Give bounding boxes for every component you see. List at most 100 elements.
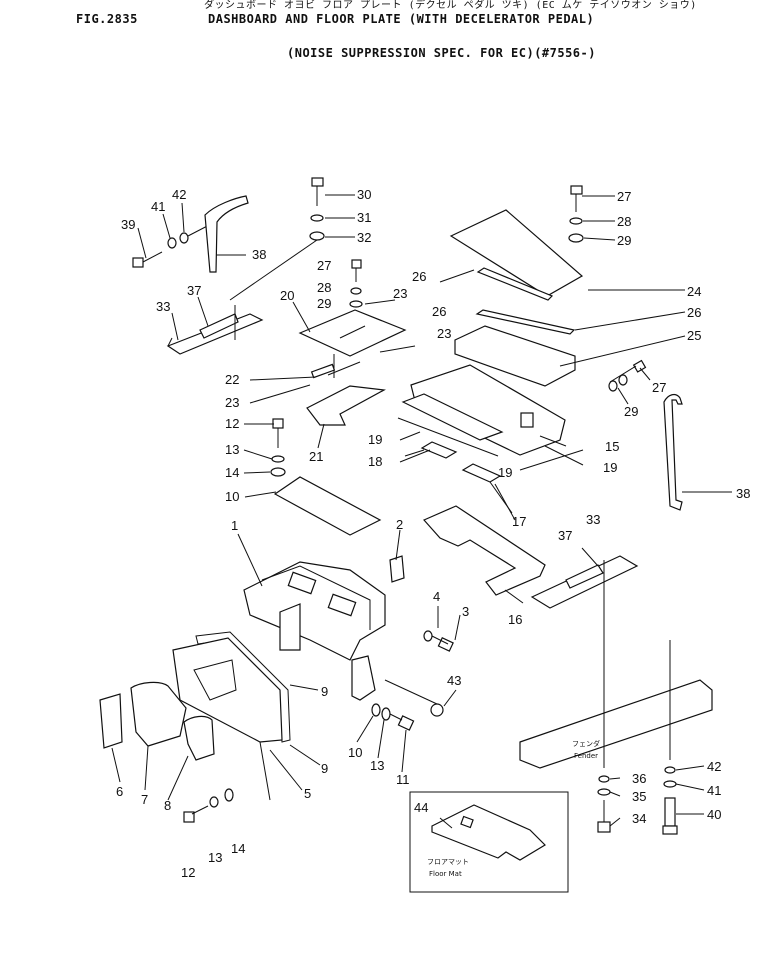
callout-26: 26 — [687, 305, 701, 320]
bracket-2 — [389, 555, 405, 583]
callout-10: 10 — [225, 489, 239, 504]
callout-43: 43 — [447, 673, 461, 688]
fender-label-en: Fender — [574, 752, 598, 760]
washer-42 — [179, 232, 189, 244]
floor-mat-label-jp: フロアマット — [427, 858, 469, 866]
title-english: DASHBOARD AND FLOOR PLATE (WITH DECELERA… — [208, 12, 595, 26]
callout-27: 27 — [652, 380, 666, 395]
pad-21 — [306, 385, 386, 426]
floor-mat-44 — [431, 804, 546, 861]
callout-19: 19 — [603, 460, 617, 475]
callout-23: 23 — [437, 326, 451, 341]
stay-38-right — [663, 393, 683, 511]
callout-13: 13 — [208, 850, 222, 865]
floor-mat-label-en: Floor Mat — [429, 870, 462, 878]
title-japanese: ダッシュボード オヨビ フロア プレート (デクセル ペダル ツキ) (EC ム… — [204, 0, 697, 11]
strip-26-b — [475, 309, 576, 335]
callout-41: 41 — [151, 199, 165, 214]
stay-38-left — [204, 195, 249, 273]
washer-32 — [309, 231, 325, 241]
callout-6: 6 — [116, 784, 123, 799]
callout-23: 23 — [393, 286, 407, 301]
callout-15: 15 — [605, 439, 619, 454]
bolt-30 — [311, 177, 324, 206]
callout-13: 13 — [370, 758, 384, 773]
callout-41: 41 — [707, 783, 721, 798]
washer-31 — [310, 214, 324, 222]
pad-25 — [454, 325, 576, 387]
callout-10: 10 — [348, 745, 362, 760]
callout-9: 9 — [321, 761, 328, 776]
callout-20: 20 — [280, 288, 294, 303]
plate-20 — [298, 309, 407, 357]
pad-18 — [420, 441, 458, 459]
callout-38: 38 — [252, 247, 266, 262]
callout-8: 8 — [164, 798, 171, 813]
callout-34: 34 — [632, 811, 646, 826]
callout-39: 39 — [121, 217, 135, 232]
callout-17: 17 — [512, 514, 526, 529]
figure-number: FIG.2835 — [76, 12, 138, 26]
callout-35: 35 — [632, 789, 646, 804]
callout-19: 19 — [498, 465, 512, 480]
callout-38: 38 — [736, 486, 750, 501]
fender — [519, 679, 713, 769]
callout-18: 18 — [368, 454, 382, 469]
callout-27: 27 — [617, 189, 631, 204]
callout-7: 7 — [141, 792, 148, 807]
callout-12: 12 — [225, 416, 239, 431]
bracket-19 — [401, 393, 504, 441]
callout-33: 33 — [586, 512, 600, 527]
callout-5: 5 — [304, 786, 311, 801]
subtitle: (NOISE SUPPRESSION SPEC. FOR EC)(#7556-) — [287, 46, 596, 60]
dashboard-1 — [243, 561, 386, 661]
callout-28: 28 — [317, 280, 331, 295]
callout-32: 32 — [357, 230, 371, 245]
callout-31: 31 — [357, 210, 371, 225]
bolt-39 — [132, 251, 163, 268]
callout-13: 13 — [225, 442, 239, 457]
callout-12: 12 — [181, 865, 195, 880]
fender-label-jp: フェンダ — [572, 739, 600, 748]
plate-37-right — [565, 564, 604, 589]
callout-30: 30 — [357, 187, 371, 202]
callout-26: 26 — [412, 269, 426, 284]
callout-28: 28 — [617, 214, 631, 229]
callout-19: 19 — [368, 432, 382, 447]
plate-37-left — [199, 313, 239, 339]
callout-26: 26 — [432, 304, 446, 319]
washer-41 — [167, 237, 177, 249]
plate-10 — [273, 476, 382, 536]
callout-22: 22 — [225, 372, 239, 387]
callout-33: 33 — [156, 299, 170, 314]
plate-24 — [449, 209, 584, 297]
callout-14: 14 — [231, 841, 245, 856]
pad-17 — [461, 463, 502, 483]
callout-16: 16 — [508, 612, 522, 627]
panel-7 — [130, 681, 187, 747]
callout-24: 24 — [687, 284, 701, 299]
callout-44: 44 — [414, 800, 428, 815]
callout-4: 4 — [433, 589, 440, 604]
callout-23: 23 — [225, 395, 239, 410]
floor-mat-16 — [423, 505, 546, 596]
callout-1: 1 — [231, 518, 238, 533]
panel-6 — [99, 693, 123, 749]
callout-14: 14 — [225, 465, 239, 480]
callout-42: 42 — [172, 187, 186, 202]
callout-21: 21 — [309, 449, 323, 464]
callout-29: 29 — [317, 296, 331, 311]
callout-40: 40 — [707, 807, 721, 822]
callout-27: 27 — [317, 258, 331, 273]
callout-3: 3 — [462, 604, 469, 619]
strip-22 — [310, 363, 336, 379]
cover-33-left — [166, 313, 264, 355]
callout-25: 25 — [687, 328, 701, 343]
callout-37: 37 — [558, 528, 572, 543]
floor-mat-inset-frame — [409, 791, 569, 893]
panel-8 — [183, 715, 215, 761]
callout-42: 42 — [707, 759, 721, 774]
strip-26-a — [476, 267, 554, 301]
callout-37: 37 — [187, 283, 201, 298]
